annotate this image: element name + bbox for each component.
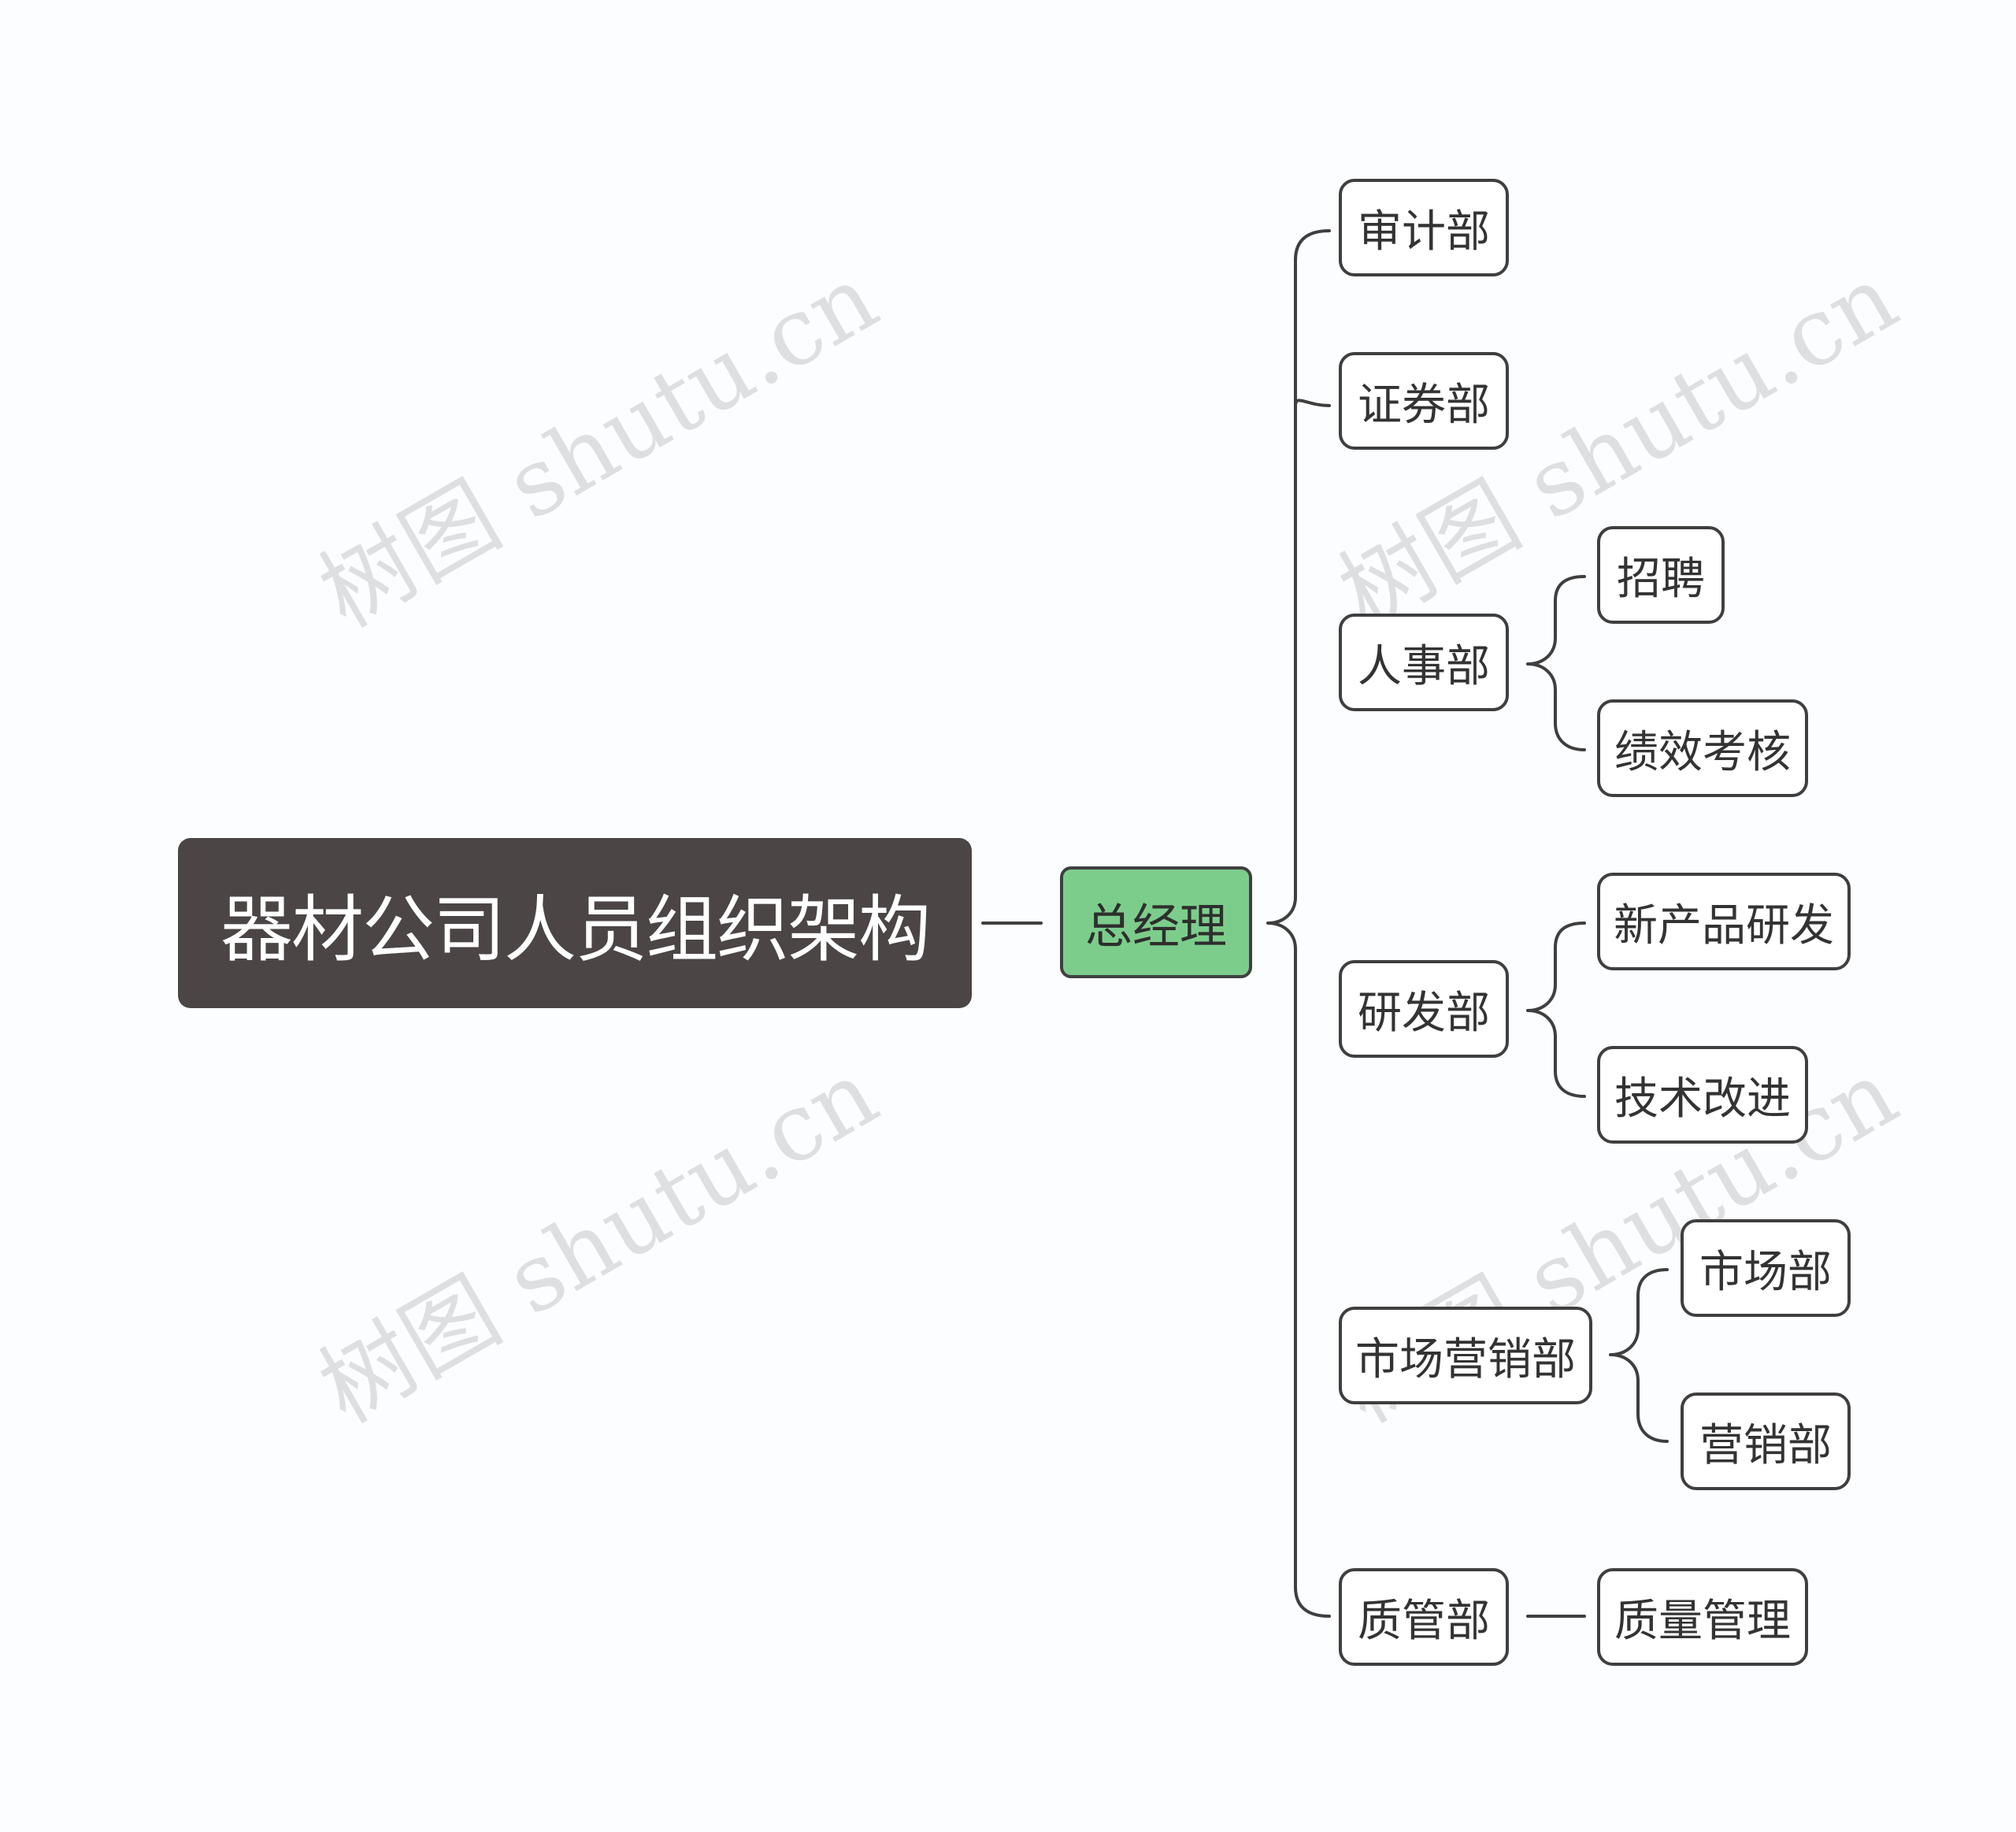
dept-rd[interactable]: 研发部 xyxy=(1339,960,1509,1058)
sub-tech-improve[interactable]: 技术改进 xyxy=(1597,1046,1808,1144)
dept-quality[interactable]: 质管部 xyxy=(1339,1568,1509,1666)
link-rd-brace xyxy=(1526,922,1586,1098)
dept-audit[interactable]: 审计部 xyxy=(1339,179,1509,276)
link-center-brace xyxy=(1266,229,1331,1618)
sub-market[interactable]: 市场部 xyxy=(1681,1219,1851,1317)
sub-recruit[interactable]: 招聘 xyxy=(1597,526,1725,624)
dept-marketing[interactable]: 市场营销部 xyxy=(1339,1307,1592,1404)
dept-securities[interactable]: 证券部 xyxy=(1339,352,1509,450)
sub-sales[interactable]: 营销部 xyxy=(1681,1393,1851,1490)
dept-hr[interactable]: 人事部 xyxy=(1339,614,1509,711)
sub-quality-mgmt[interactable]: 质量管理 xyxy=(1597,1568,1808,1666)
sub-performance[interactable]: 绩效考核 xyxy=(1597,699,1808,797)
link-marketing-brace xyxy=(1609,1268,1669,1443)
link-hr-brace xyxy=(1526,575,1586,751)
ceo-node[interactable]: 总经理 xyxy=(1060,866,1252,978)
sub-new-product[interactable]: 新产品研发 xyxy=(1597,873,1851,970)
root-topic[interactable]: 器材公司人员组织架构 xyxy=(178,838,972,1008)
